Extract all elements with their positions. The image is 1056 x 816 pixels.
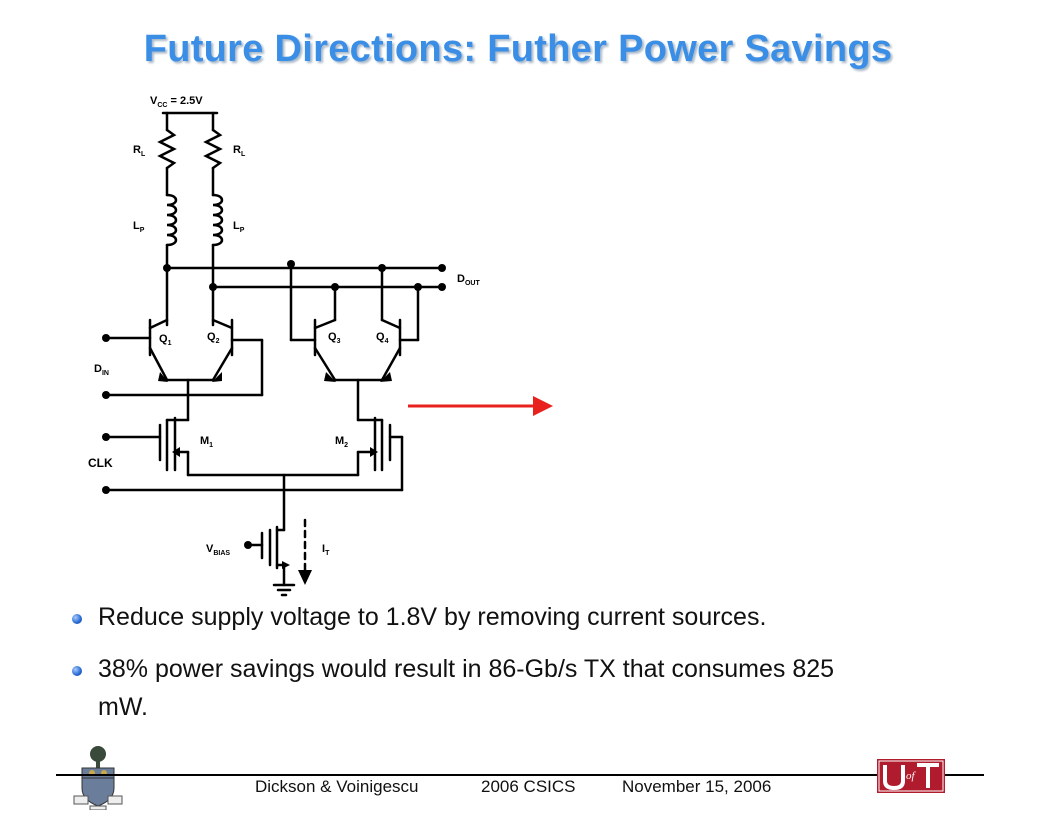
bullet-item: 38% power savings would result in 86-Gb/… xyxy=(72,650,858,726)
label-rl-right: RL xyxy=(233,144,246,158)
footer-conference: 2006 CSICS xyxy=(481,777,576,796)
label-m2: M2 xyxy=(335,435,348,449)
footer-authors: Dickson & Voinigescu xyxy=(255,777,419,796)
label-q4: Q4 xyxy=(376,331,389,345)
label-vbias: VBIAS xyxy=(206,543,230,557)
footer-date: November 15, 2006 xyxy=(622,777,772,796)
label-rl-left: RL xyxy=(133,144,146,158)
label-q1: Q1 xyxy=(159,333,172,347)
slide-title: Future Directions: Futher Power Savings xyxy=(143,28,893,70)
label-q2: Q2 xyxy=(207,331,220,345)
circuit-diagram: VCC = 2.5V RL RL LP LP DOUT Q1 Q2 Q3 Q4 … xyxy=(88,95,553,597)
label-lp-right: LP xyxy=(233,220,245,234)
label-din: DIN xyxy=(94,363,109,377)
label-lp-left: LP xyxy=(133,220,145,234)
label-m1: M1 xyxy=(200,435,213,449)
bullet-list: Reduce supply voltage to 1.8V by removin… xyxy=(72,598,992,726)
label-q3: Q3 xyxy=(328,331,341,345)
red-arrowhead xyxy=(533,396,553,416)
bullet-icon xyxy=(72,666,82,676)
svg-text:of: of xyxy=(906,770,917,782)
label-dout: DOUT xyxy=(457,273,480,287)
footer-divider-right xyxy=(944,774,984,776)
bullet-text: 38% power savings would result in 86-Gb/… xyxy=(98,655,835,721)
label-vcc: VCC = 2.5V xyxy=(150,95,203,109)
footer-divider xyxy=(56,774,946,776)
uoft-logo-icon: of xyxy=(877,759,945,793)
university-crest-icon xyxy=(73,746,123,810)
bullet-icon xyxy=(72,614,82,624)
label-clk: CLK xyxy=(88,456,113,470)
label-it: IT xyxy=(322,543,330,557)
bullet-text: Reduce supply voltage to 1.8V by removin… xyxy=(98,603,767,631)
bullet-item: Reduce supply voltage to 1.8V by removin… xyxy=(72,598,992,636)
